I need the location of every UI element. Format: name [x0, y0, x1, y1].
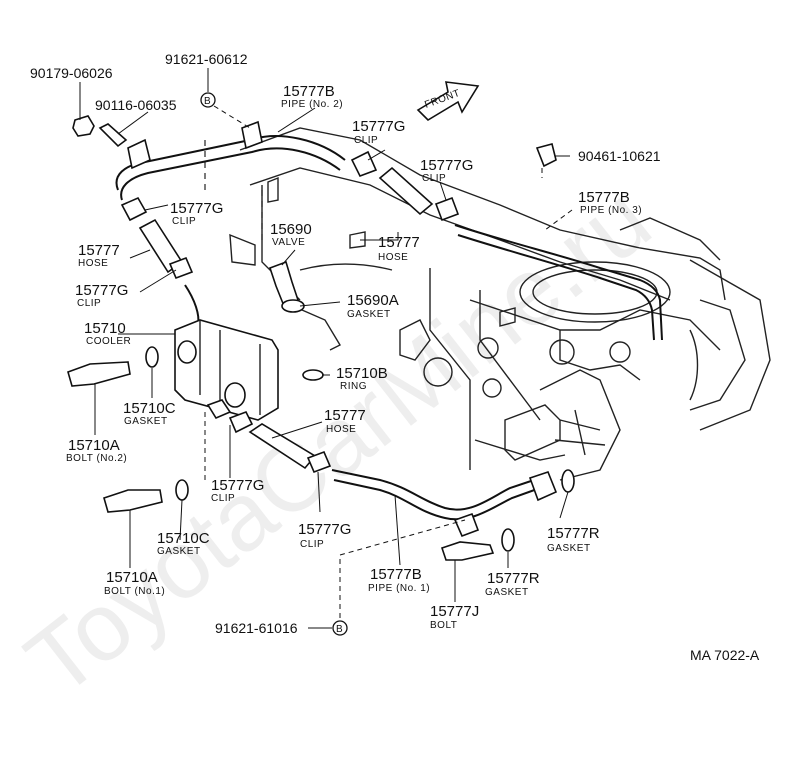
- callout-part-name: GASKET: [157, 546, 201, 557]
- svg-text:B: B: [204, 96, 211, 107]
- bracket-top: [242, 122, 262, 148]
- callout-part-name: CLIP: [354, 135, 378, 146]
- gasket-15777r-1: [562, 470, 574, 492]
- pipe-no1: [332, 470, 540, 510]
- callout-part-number: 15710B: [336, 365, 388, 382]
- callout-part-name: GASKET: [547, 543, 591, 554]
- bracket-90461: [537, 144, 556, 166]
- callout-part-number: 15777: [378, 234, 420, 251]
- gasket-15710c-2: [176, 480, 188, 500]
- callout-part-number: 15777J: [430, 603, 479, 620]
- callout-part-name: PIPE (No. 1): [368, 583, 430, 594]
- svg-text:B: B: [336, 624, 343, 635]
- pipe-end-fitting: [455, 514, 478, 536]
- callout-part-name: CLIP: [172, 216, 196, 227]
- callout-part-name: BOLT: [430, 620, 457, 631]
- bolt-no1: [104, 490, 162, 512]
- bolt-15777j: [442, 542, 493, 560]
- callout-part-number: 15710: [84, 320, 126, 337]
- callout-part-name: GASKET: [124, 416, 168, 427]
- callout-part-number: 15777R: [547, 525, 600, 542]
- callout-part-number: 15777B: [578, 189, 630, 206]
- callout-part-name: GASKET: [347, 309, 391, 320]
- callout-part-name: HOSE: [326, 424, 356, 435]
- clip-upper-1: [352, 152, 376, 176]
- callout-part-number: 15777: [324, 407, 366, 424]
- gasket-15777r-2: [502, 529, 514, 551]
- callout-part-number: 15690A: [347, 292, 399, 309]
- callout-part-name: CLIP: [300, 539, 324, 550]
- bolt-no2: [68, 362, 130, 386]
- union-right: [530, 472, 556, 500]
- callout-part-number: 15710C: [123, 400, 176, 417]
- callout-part-number: 15777G: [298, 521, 351, 538]
- callout-part-number: 15690: [270, 221, 312, 238]
- callout-part-number: 15777G: [170, 200, 223, 217]
- clip-upper-2: [436, 198, 458, 220]
- callout-part-name: HOSE: [378, 252, 408, 263]
- callout-part-number: 15710C: [157, 530, 210, 547]
- callout-part-number: 15710A: [106, 569, 158, 586]
- nut-90179: [73, 116, 94, 136]
- callout-part-name: CLIP: [211, 493, 235, 504]
- callout-part-name: PIPE (No. 3): [580, 205, 642, 216]
- bolt-90116: [100, 124, 126, 146]
- callout-part-name: BOLT (No.1): [104, 586, 165, 597]
- callout-part-name: PIPE (No. 2): [281, 99, 343, 110]
- callout-part-number: 15777B: [283, 83, 335, 100]
- cooler: [175, 320, 278, 420]
- callout-part-number: 15777R: [487, 570, 540, 587]
- callout-part-name: VALVE: [272, 237, 305, 248]
- callout-part-name: CLIP: [422, 173, 446, 184]
- callout-part-name: HOSE: [78, 258, 108, 269]
- clip-left-top: [122, 198, 146, 220]
- gasket-15710c-1: [146, 347, 158, 367]
- marker-b-bottom: B: [333, 621, 347, 635]
- callout-part-number: 15777G: [75, 282, 128, 299]
- callout-part-number: 91621-61016: [215, 620, 298, 636]
- callout-part-number: 15777G: [420, 157, 473, 174]
- callout-part-number: 90116-06035: [95, 97, 177, 113]
- callout-part-name: RING: [340, 381, 367, 392]
- figure-code: MA 7022-A: [690, 647, 760, 663]
- callout-part-number: 15777G: [352, 118, 405, 135]
- callout-part-name: GASKET: [485, 587, 529, 598]
- callout-part-number: 90179-06026: [30, 65, 113, 81]
- callout-part-number: 15777G: [211, 477, 264, 494]
- front-arrow: FRONT: [418, 82, 478, 120]
- callout-part-name: BOLT (No.2): [66, 453, 127, 464]
- callout-part-number: 15777B: [370, 566, 422, 583]
- callout-part-name: COOLER: [86, 336, 131, 347]
- marker-b-top: B: [201, 93, 215, 107]
- callout-part-number: 15710A: [68, 437, 120, 454]
- callout-part-number: 91621-60612: [165, 51, 248, 67]
- callout-part-number: 90461-10621: [578, 148, 661, 164]
- bracket-left: [128, 140, 150, 168]
- pipe-no2: [117, 136, 345, 190]
- ring-15710b: [303, 370, 323, 380]
- callout-part-number: 15777: [78, 242, 120, 259]
- callout-part-name: CLIP: [77, 298, 101, 309]
